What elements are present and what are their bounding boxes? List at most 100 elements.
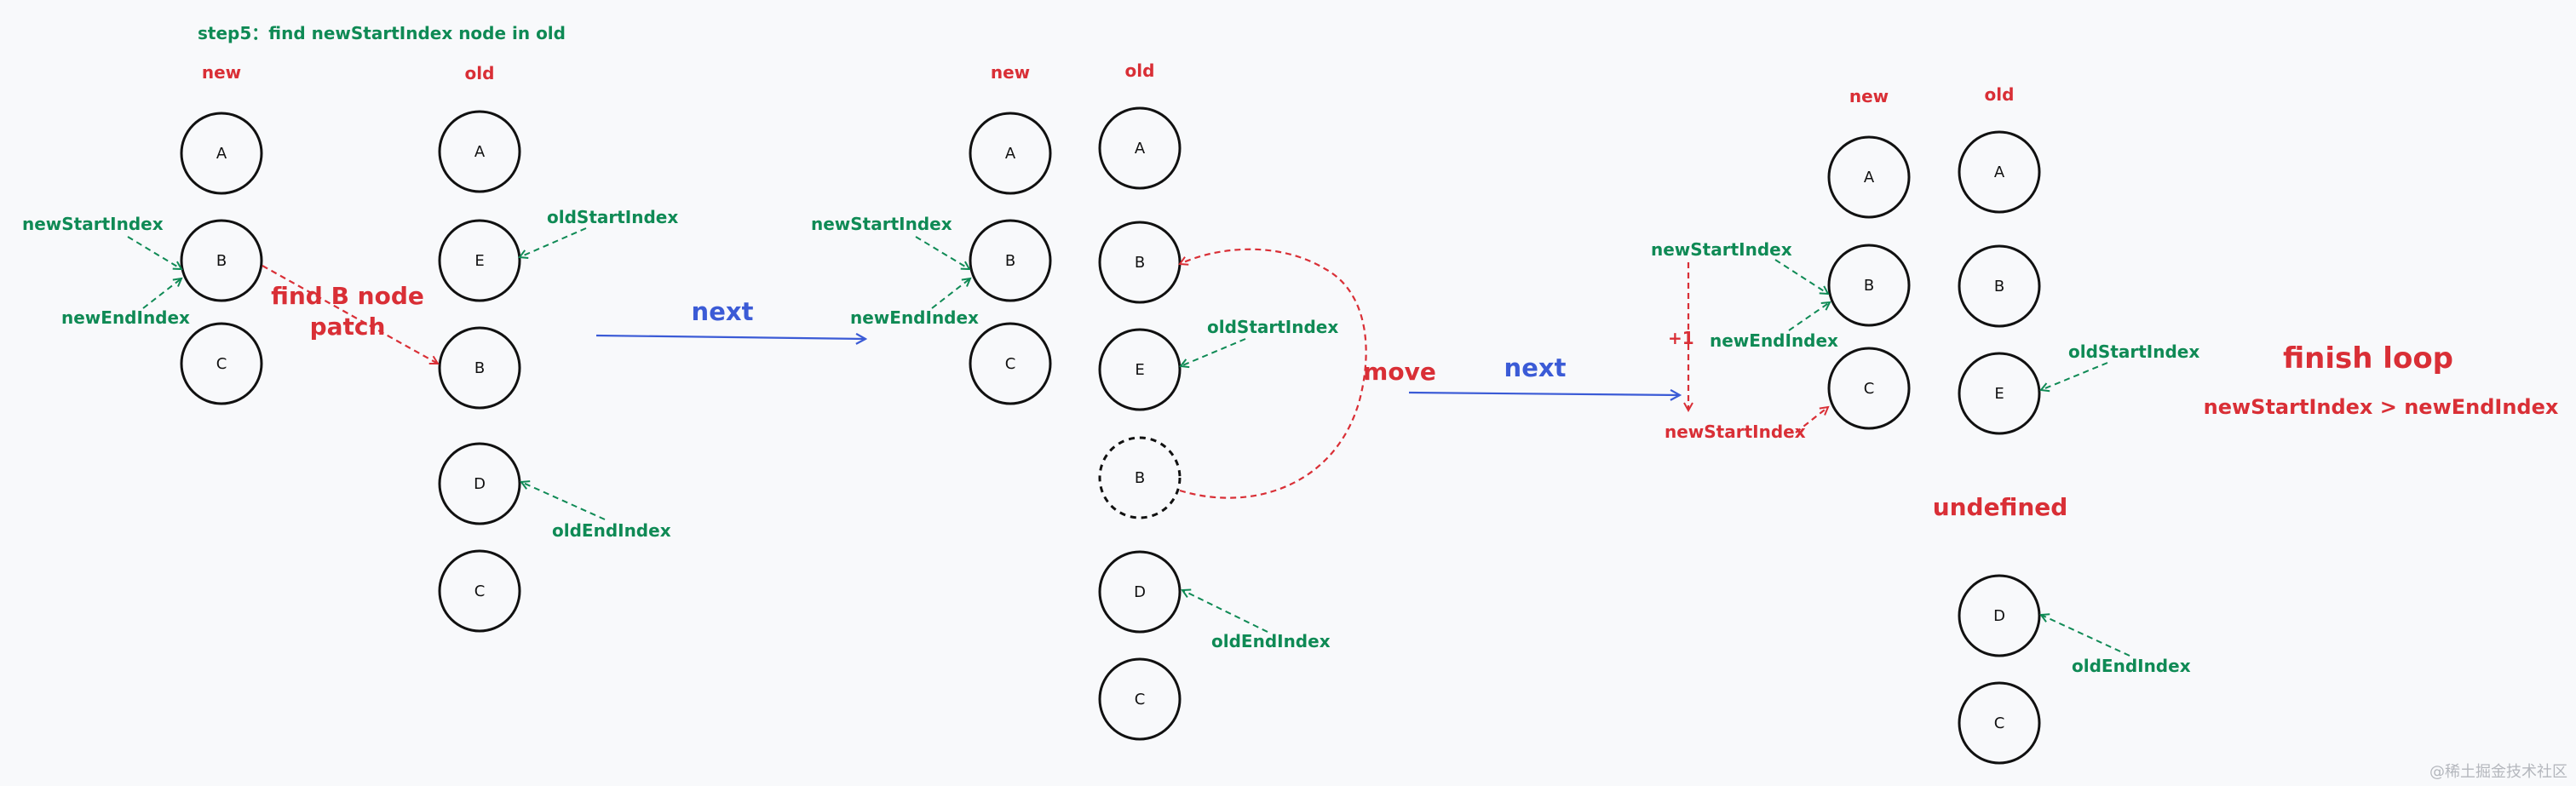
- undefined-label: undefined: [1933, 493, 2068, 521]
- pointer-old-end-arrow: [521, 482, 606, 520]
- svg-text:B: B: [1994, 278, 2004, 295]
- new-column-label: new: [991, 62, 1030, 83]
- pointer-new-end-index: newEndIndex: [61, 307, 190, 328]
- pointer-new-start-bottom-arrow: [1795, 407, 1828, 433]
- node-old-a: A: [1098, 106, 1182, 190]
- next-arrow-2: [1408, 393, 1680, 395]
- patch-arrow: [262, 265, 438, 364]
- svg-text:A: A: [216, 145, 227, 163]
- annotation-patch: patch: [310, 313, 386, 341]
- step-title: step5：find newStartIndex node in old: [198, 23, 566, 43]
- node-old-b: B: [438, 326, 521, 410]
- pointer-new-end-arrow: [931, 278, 970, 309]
- node-old-d: D: [1958, 574, 2041, 657]
- node-old-c: C: [1098, 657, 1182, 741]
- node-old-c: C: [1958, 681, 2041, 765]
- node-new-a: A: [969, 112, 1052, 195]
- new-column-label: new: [1849, 86, 1889, 106]
- node-old-e: E: [438, 219, 521, 302]
- svg-text:B: B: [1135, 254, 1145, 272]
- next-label-1: next: [692, 297, 754, 326]
- old-column-label: old: [465, 63, 495, 83]
- pointer-old-start-index: oldStartIndex: [2068, 341, 2199, 362]
- pointer-new-start-arrow: [915, 236, 969, 269]
- pointer-old-end-index: oldEndIndex: [2072, 656, 2191, 676]
- svg-text:B: B: [1135, 469, 1145, 487]
- node-new-b: B: [180, 219, 263, 302]
- svg-text:B: B: [1005, 252, 1015, 270]
- node-old-b-moved-placeholder: B: [1098, 436, 1182, 519]
- svg-text:B: B: [474, 359, 485, 377]
- svg-text:D: D: [1134, 583, 1146, 601]
- node-new-b: B: [1827, 244, 1911, 327]
- node-new-c: C: [180, 322, 263, 405]
- pointer-new-start-arrow: [127, 236, 181, 269]
- pointer-new-start-index-bottom: newStartIndex: [1665, 422, 1806, 442]
- pointer-old-start-index: oldStartIndex: [547, 207, 678, 227]
- node-new-c: C: [969, 322, 1052, 405]
- svg-text:E: E: [1994, 385, 2004, 403]
- watermark: @稀土掘金技术社区: [2429, 763, 2567, 781]
- panel-3: new old A B C A B E D: [1651, 84, 2199, 765]
- svg-text:A: A: [1135, 140, 1146, 158]
- svg-text:B: B: [1864, 277, 1874, 295]
- node-new-b: B: [969, 219, 1052, 302]
- pointer-old-end-index: oldEndIndex: [552, 520, 671, 541]
- svg-text:C: C: [1135, 691, 1146, 709]
- pointer-old-end-index: oldEndIndex: [1211, 631, 1331, 651]
- finish-loop-condition: newStartIndex > newEndIndex: [2204, 395, 2559, 419]
- node-old-a: A: [438, 110, 521, 193]
- finish-loop-title: finish loop: [2283, 341, 2453, 376]
- pointer-new-start-index-top: newStartIndex: [1651, 239, 1792, 260]
- svg-text:C: C: [1005, 355, 1016, 373]
- pointer-new-end-arrow: [1788, 302, 1830, 331]
- pointer-new-end-index: newEndIndex: [850, 307, 979, 328]
- node-old-d: D: [1098, 550, 1182, 634]
- annotation-find-b-node: find B node: [271, 282, 424, 310]
- svg-text:A: A: [474, 143, 486, 161]
- old-column-label: old: [1985, 84, 2015, 105]
- pointer-new-start-top-arrow: [1774, 259, 1828, 294]
- node-new-a: A: [1827, 135, 1911, 219]
- move-arc-arrow: [1180, 248, 1367, 499]
- increment-label: +1: [1668, 328, 1694, 348]
- svg-text:E: E: [474, 252, 484, 270]
- new-column-label: new: [202, 62, 241, 83]
- svg-text:D: D: [474, 475, 486, 493]
- pointer-old-start-arrow: [520, 227, 587, 257]
- node-new-c: C: [1827, 347, 1911, 430]
- pointer-old-end-arrow: [2041, 615, 2130, 657]
- pointer-new-start-index: newStartIndex: [811, 214, 952, 234]
- old-column-label: old: [1125, 60, 1155, 81]
- pointer-old-start-arrow: [2041, 362, 2108, 390]
- node-old-d: D: [438, 442, 521, 525]
- pointer-new-end-arrow: [142, 278, 181, 309]
- next-arrow-1: [595, 336, 865, 339]
- svg-text:A: A: [1994, 164, 2005, 181]
- panel-2: new old A B C A B E B: [811, 60, 1436, 741]
- next-label-2: next: [1504, 353, 1567, 382]
- svg-text:D: D: [1993, 607, 2005, 625]
- pointer-new-start-index: newStartIndex: [22, 214, 164, 234]
- node-old-e: E: [1098, 328, 1182, 411]
- node-old-b: B: [1958, 244, 2041, 328]
- svg-text:C: C: [474, 582, 486, 600]
- node-old-a: A: [1958, 130, 2041, 214]
- pointer-old-start-arrow: [1181, 338, 1246, 366]
- svg-text:C: C: [216, 355, 227, 373]
- node-old-c: C: [438, 549, 521, 633]
- pointer-old-end-arrow: [1182, 590, 1268, 633]
- svg-text:C: C: [1994, 714, 2005, 732]
- svg-text:C: C: [1864, 380, 1875, 398]
- node-old-b: B: [1098, 221, 1182, 304]
- svg-text:E: E: [1135, 361, 1144, 379]
- pointer-old-start-index: oldStartIndex: [1207, 317, 1338, 337]
- node-new-a: A: [180, 112, 263, 195]
- svg-text:A: A: [1005, 145, 1016, 163]
- svg-text:B: B: [216, 252, 227, 270]
- move-label: move: [1363, 358, 1436, 386]
- panel-1: new old A B C A E B D: [22, 62, 678, 633]
- node-old-e: E: [1958, 352, 2041, 435]
- svg-text:A: A: [1864, 169, 1875, 186]
